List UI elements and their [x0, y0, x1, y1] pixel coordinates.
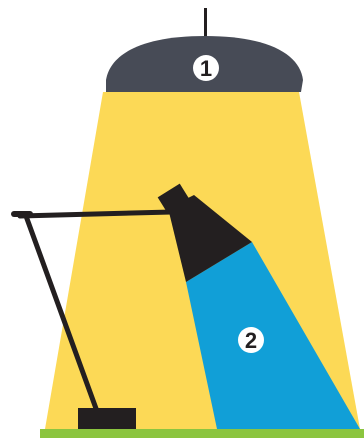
marker-ceiling-light-label: 1	[200, 56, 212, 81]
floor-line	[40, 429, 364, 438]
marker-desk-lamp: 2	[238, 327, 264, 353]
marker-ceiling-light: 1	[193, 55, 219, 81]
marker-desk-lamp-label: 2	[245, 328, 257, 353]
fixture-cord	[204, 8, 207, 38]
lamp-base	[78, 408, 136, 429]
